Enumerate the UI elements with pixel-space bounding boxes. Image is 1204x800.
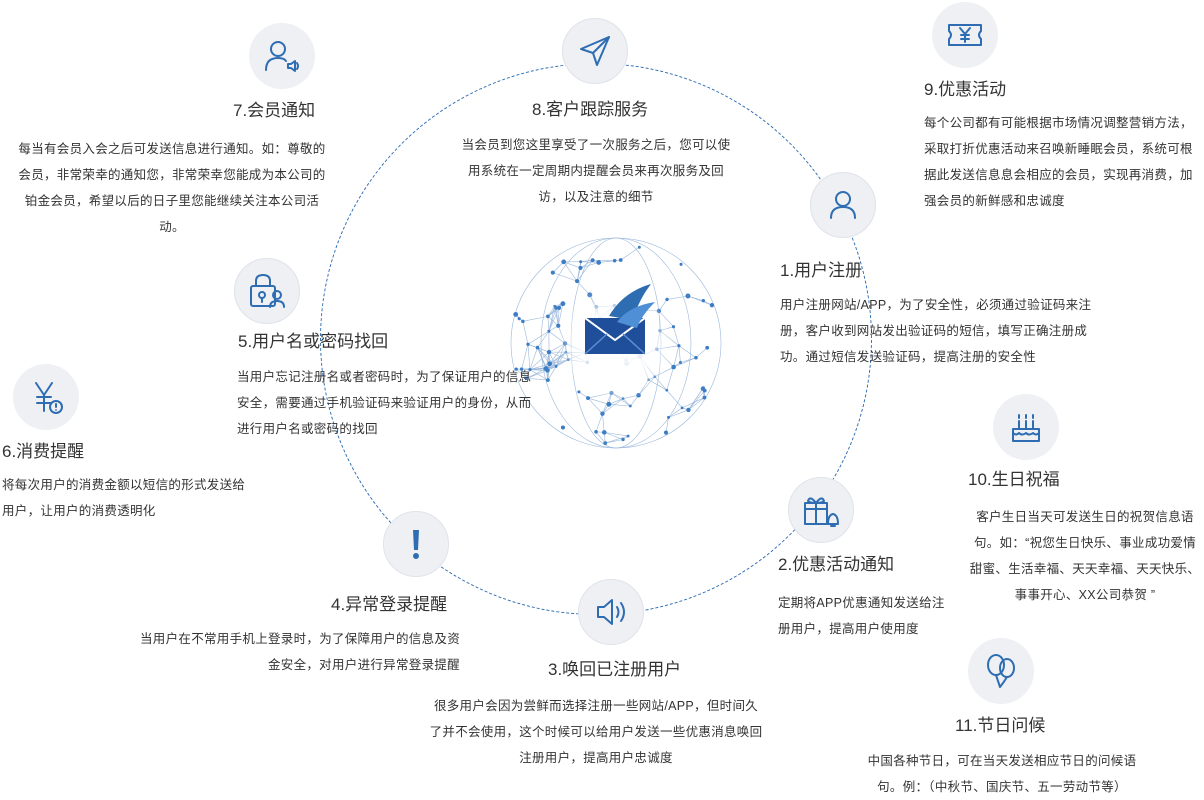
title-holiday: 11.节日问候 [955, 716, 1045, 736]
desc-recall-users: 很多用户会因为尝鲜而选择注册一些网站/APP，但时间久了并不会使用，这个时候可以… [428, 693, 764, 771]
gift-bell-icon-circle [788, 477, 854, 543]
user-icon [823, 185, 863, 225]
balloons-icon [981, 651, 1021, 691]
exclamation-icon-circle [383, 511, 449, 577]
desc-promotions: 每个公司都有可能根据市场情况调整营销方法，采取打折优惠活动来召唤新睡眠会员，系统… [924, 110, 1200, 214]
member-speaker-icon-circle [249, 23, 315, 89]
desc-abnormal-login: 当用户在不常用手机上登录时，为了保障用户的信息及资金安全，对用户进行异常登录提醒 [140, 626, 460, 678]
desc-holiday: 中国各种节日，可在当天发送相应节日的问候语句。例：（中秋节、国庆节、五一劳动节等… [856, 748, 1148, 800]
desc-user-register: 用户注册网站/APP，为了安全性，必须通过验证码来注册，客户收到网站发出验证码的… [780, 292, 1100, 370]
desc-birthday: 客户生日当天可发送生日的祝贺信息语句。如：“祝您生日快乐、事业成功爱情甜蜜、生活… [968, 504, 1202, 608]
desc-spending-reminder: 将每次用户的消费金额以短信的形式发送给用户，让用户的消费透明化 [2, 472, 254, 524]
lock-user-icon-circle [234, 258, 300, 324]
cake-icon-circle [993, 394, 1059, 460]
desc-password-recovery: 当用户忘记注册名或者密码时，为了保证用户的信息安全，需要通过手机验证码来验证用户… [237, 364, 533, 442]
title-promo-notice: 2.优惠活动通知 [778, 555, 894, 575]
title-birthday: 10.生日祝福 [968, 470, 1060, 490]
balloons-icon-circle [968, 638, 1034, 704]
cake-icon [1006, 407, 1046, 447]
lock-user-icon [247, 271, 287, 311]
desc-promo-notice: 定期将APP优惠通知发送给注册用户，提高用户使用度 [778, 590, 954, 642]
title-recall-users: 3.唤回已注册用户 [548, 660, 681, 680]
yen-alert-icon [26, 377, 66, 417]
title-promotions: 9.优惠活动 [924, 80, 1006, 100]
member-speaker-icon [262, 36, 302, 76]
coupon-icon [945, 15, 985, 55]
user-icon-circle [810, 172, 876, 238]
desc-customer-tracking: 当会员到您这里享受了一次服务之后，您可以使用系统在一定周期内提醒会员来再次服务及… [457, 132, 735, 210]
title-customer-tracking: 8.客户跟踪服务 [532, 100, 648, 120]
gift-bell-icon [801, 490, 841, 530]
speaker-icon-circle [578, 579, 644, 645]
title-password-recovery: 5.用户名或密码找回 [238, 332, 388, 352]
paper-plane-icon-circle [562, 18, 628, 84]
exclamation-icon [396, 524, 436, 564]
speaker-icon [591, 592, 631, 632]
title-user-register: 1.用户注册 [780, 261, 862, 281]
desc-member-notice: 每当有会员入会之后可发送信息进行通知。如：尊敬的会员，非常荣幸的通知您，非常荣幸… [18, 136, 326, 240]
coupon-icon-circle [932, 2, 998, 68]
yen-alert-icon-circle [13, 364, 79, 430]
center-globe-logo [505, 232, 727, 454]
title-spending-reminder: 6.消费提醒 [2, 442, 84, 462]
paper-plane-icon [575, 31, 615, 71]
title-abnormal-login: 4.异常登录提醒 [331, 595, 447, 615]
title-member-notice: 7.会员通知 [233, 101, 315, 121]
